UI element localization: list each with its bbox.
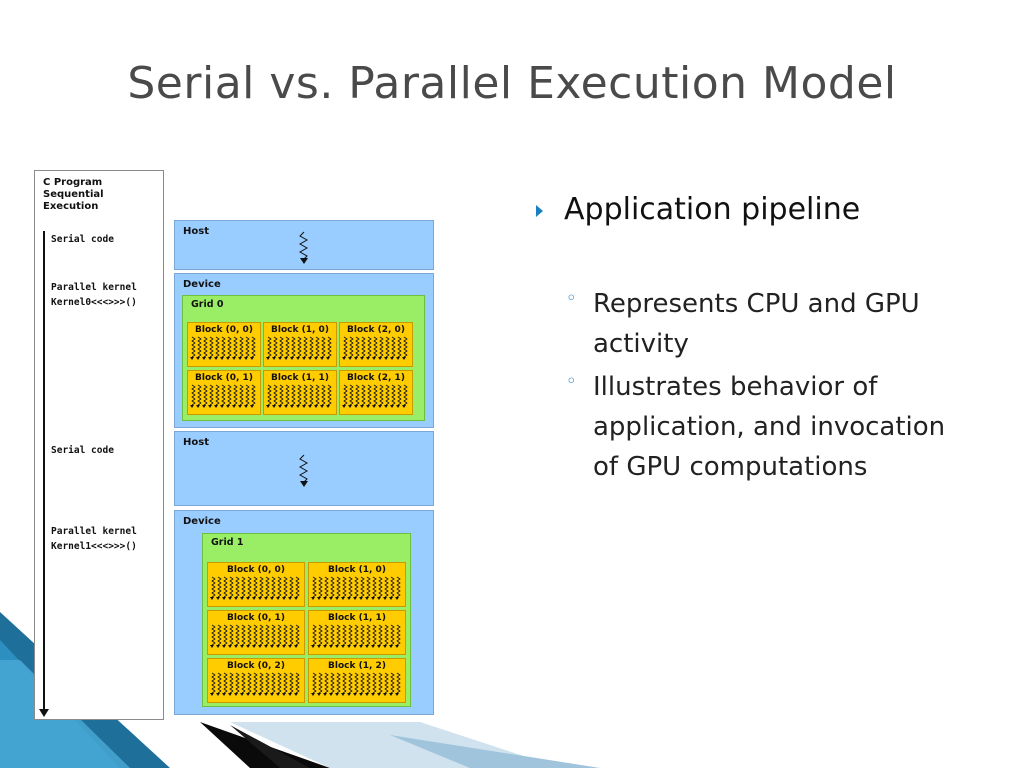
serial-code-label: Serial code [51,234,114,245]
thread-squiggle-icon [298,454,309,487]
device-panel: Device Grid 0 Block (0, 0) Block (1, 0) Bl… [174,273,434,428]
device-panel: Device Grid 1 Block (0, 0) Block (1, 0) Bl… [174,510,434,715]
thread-block: Block (0, 1) [187,370,261,415]
sequential-title-line: Execution [43,201,99,212]
thread-block: Block (1, 0) [308,562,406,607]
parallel-kernel-label: Parallel kernel [51,526,137,537]
block-label: Block (1, 1) [271,373,329,383]
sequential-column: C Program Sequential Execution Serial co… [34,170,164,720]
block-label: Block (0, 1) [195,373,253,383]
grid-0: Grid 0 Block (0, 0) Block (1, 0) Block (2,… [182,295,425,421]
block-label: Block (1, 0) [328,565,386,575]
sub-bullet-text: Represents CPU and GPU activity [593,289,920,359]
threads-squiggle-icon [210,672,300,696]
parallel-kernel-label: Parallel kernel [51,282,137,293]
thread-block: Block (0, 1) [207,610,305,655]
thread-squiggle-icon [298,231,309,264]
threads-squiggle-icon [311,624,401,648]
triangle-bullet-icon [536,205,543,217]
serial-code-label: Serial code [51,445,114,456]
host-panel: Host [174,431,434,506]
thread-block: Block (1, 2) [308,658,406,703]
block-label: Block (2, 1) [347,373,405,383]
threads-squiggle-icon [210,576,300,600]
host-panel: Host [174,220,434,270]
block-label: Block (0, 0) [227,565,285,575]
grid-label: Grid 0 [191,299,224,310]
thread-block: Block (1, 1) [263,370,337,415]
sequential-title-line: C Program [43,177,103,188]
device-label: Device [183,279,221,290]
device-label: Device [183,516,221,527]
block-label: Block (0, 0) [195,325,253,335]
sequential-title: C Program Sequential Execution [43,177,104,213]
threads-squiggle-icon [311,576,401,600]
block-label: Block (2, 0) [347,325,405,335]
grid-label: Grid 1 [211,537,244,548]
thread-block: Block (0, 0) [207,562,305,607]
threads-squiggle-icon [311,672,401,696]
threads-squiggle-icon [190,336,256,360]
kernel-call-label: Kernel0<<<>>>() [51,297,137,308]
block-label: Block (1, 1) [328,613,386,623]
circle-bullet-icon: ◦ [566,288,577,309]
sequential-title-line: Sequential [43,189,104,200]
block-label: Block (0, 1) [227,613,285,623]
block-label: Block (1, 2) [328,661,386,671]
bullet-main-text: Application pipeline [564,192,861,227]
threads-squiggle-icon [266,384,332,408]
grid-1: Grid 1 Block (0, 0) Block (1, 0) Block (0,… [202,533,411,707]
circle-bullet-icon: ◦ [566,371,577,392]
timeline-arrow-icon [39,709,49,717]
thread-block: Block (1, 0) [263,322,337,367]
threads-squiggle-icon [190,384,256,408]
thread-block: Block (0, 0) [187,322,261,367]
thread-block: Block (0, 2) [207,658,305,703]
threads-squiggle-icon [342,384,408,408]
threads-squiggle-icon [210,624,300,648]
timeline-line [43,231,45,711]
threads-squiggle-icon [342,336,408,360]
sub-bullet-text: Illustrates behavior of application, and… [593,372,946,482]
kernel-call-label: Kernel1<<<>>>() [51,541,137,552]
host-label: Host [183,437,209,448]
thread-block: Block (2, 0) [339,322,413,367]
thread-block: Block (2, 1) [339,370,413,415]
threads-squiggle-icon [266,336,332,360]
slide-title: Serial vs. Parallel Execution Model [127,58,897,109]
block-label: Block (1, 0) [271,325,329,335]
block-label: Block (0, 2) [227,661,285,671]
thread-block: Block (1, 1) [308,610,406,655]
execution-model-diagram: C Program Sequential Execution Serial co… [34,170,434,720]
host-label: Host [183,226,209,237]
